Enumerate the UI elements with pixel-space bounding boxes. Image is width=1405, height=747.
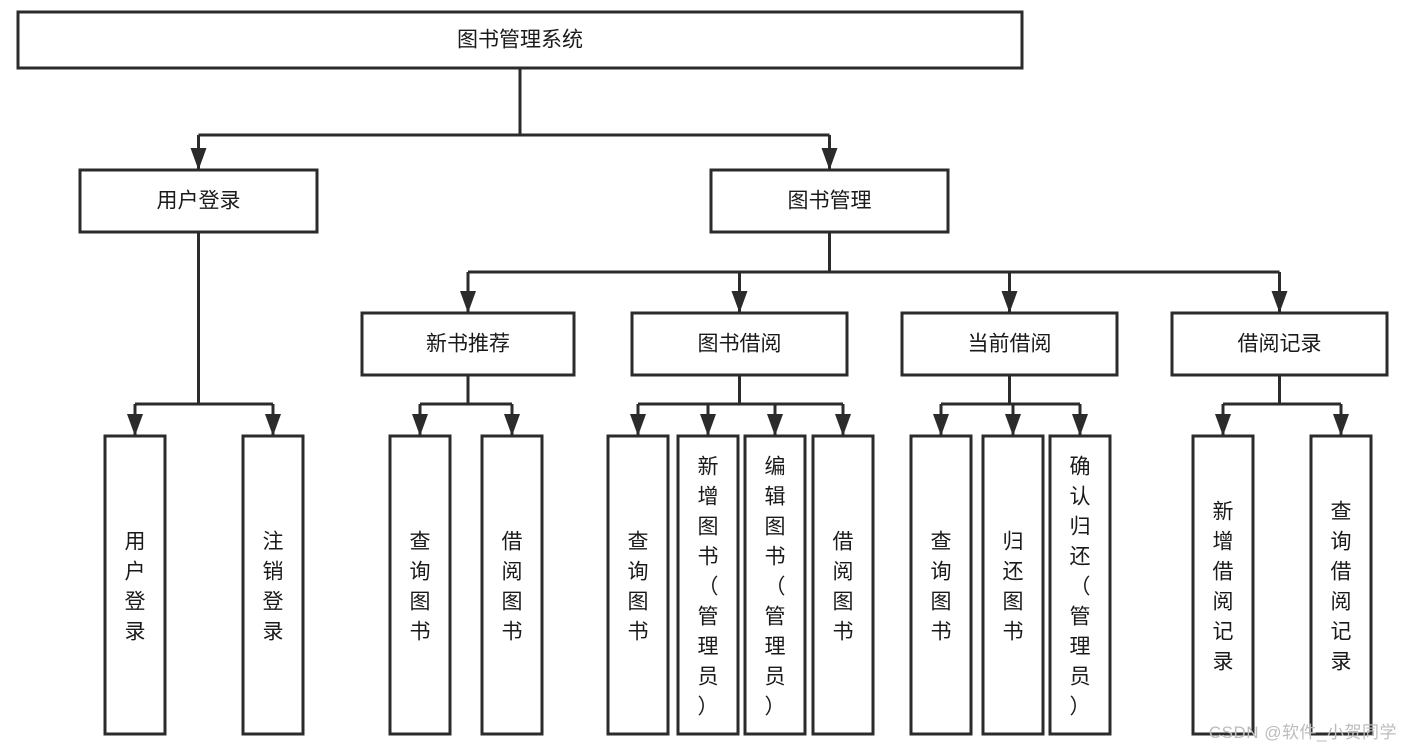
node-label: 查询图书 [628, 530, 649, 643]
nodes-layer: 图书管理系统用户登录图书管理新书推荐图书借阅当前借阅借阅记录用户登录注销登录查询… [16, 10, 1389, 736]
node-current-borrow[interactable]: 当前借阅 [900, 311, 1119, 377]
node-user-login[interactable]: 用户登录 [78, 168, 319, 234]
node-label: 当前借阅 [968, 333, 1052, 356]
node-label: 图书管理 [788, 190, 872, 213]
node-label: 图书管理系统 [457, 29, 583, 52]
csdn-watermark: CSDN @软件_小贺同学 [1208, 723, 1397, 742]
arrow-head-icon [933, 414, 949, 436]
arrow-head-icon [412, 414, 428, 436]
node-box [676, 434, 740, 736]
node-label: 用户登录 [157, 190, 241, 213]
node-label: 归还图书 [1003, 530, 1024, 643]
arrow-head-icon [1005, 414, 1021, 436]
node-label: 新书推荐 [426, 333, 510, 356]
node-book-manage[interactable]: 图书管理 [709, 168, 950, 234]
node-box [981, 434, 1045, 736]
arrow-head-icon [630, 414, 646, 436]
arrow-head-icon [265, 414, 281, 436]
arrow-head-icon [127, 414, 143, 436]
node-leaf-borrow-book-1[interactable]: 借阅图书 [480, 434, 544, 736]
node-label: 确认归还（管理员） [1070, 455, 1091, 718]
node-leaf-query-book-2[interactable]: 查询图书 [606, 434, 670, 736]
arrow-head-icon [1271, 291, 1288, 313]
node-book-borrow[interactable]: 图书借阅 [630, 311, 849, 377]
node-leaf-add-book[interactable]: 新增图书（管理员） [676, 434, 740, 736]
node-box [1309, 434, 1373, 736]
node-new-book-rec[interactable]: 新书推荐 [360, 311, 576, 377]
node-box [388, 434, 452, 736]
node-label: 查询图书 [410, 530, 431, 643]
arrow-head-icon [1072, 414, 1088, 436]
arrow-head-icon [460, 291, 476, 313]
node-box [16, 10, 1024, 70]
node-label: 借阅图书 [502, 530, 523, 643]
connectors-layer [127, 68, 1349, 436]
arrow-head-icon [767, 414, 783, 436]
node-box [1170, 311, 1389, 377]
node-leaf-user-login[interactable]: 用户登录 [103, 434, 167, 736]
node-leaf-edit-book[interactable]: 编辑图书（管理员） [743, 434, 807, 736]
node-label: 注销登录 [263, 530, 284, 643]
node-leaf-confirm-return[interactable]: 确认归还（管理员） [1048, 434, 1112, 736]
node-root[interactable]: 图书管理系统 [16, 10, 1024, 70]
node-box [480, 434, 544, 736]
node-box [78, 168, 319, 234]
node-label: 借阅图书 [833, 530, 854, 643]
node-label: 编辑图书（管理员） [765, 455, 786, 718]
node-box [1048, 434, 1112, 736]
arrow-head-icon [700, 414, 716, 436]
node-box [1191, 434, 1255, 736]
node-box [709, 168, 950, 234]
node-borrow-record[interactable]: 借阅记录 [1170, 311, 1389, 377]
node-label: 用户登录 [125, 530, 146, 643]
node-label: 图书借阅 [698, 333, 782, 356]
node-box [811, 434, 875, 736]
node-leaf-user-logout[interactable]: 注销登录 [241, 434, 305, 736]
node-box [606, 434, 670, 736]
arrow-head-icon [1333, 414, 1349, 436]
node-box [241, 434, 305, 736]
arrow-head-icon [190, 148, 207, 170]
arrow-head-icon [1215, 414, 1231, 436]
arrow-head-icon [821, 148, 838, 170]
arrow-head-icon [504, 414, 520, 436]
node-box [900, 311, 1119, 377]
node-leaf-return-book[interactable]: 归还图书 [981, 434, 1045, 736]
node-label: 新增图书（管理员） [698, 455, 719, 718]
node-leaf-borrow-book-2[interactable]: 借阅图书 [811, 434, 875, 736]
node-box [630, 311, 849, 377]
arrow-head-icon [731, 291, 748, 313]
node-leaf-query-book-3[interactable]: 查询图书 [909, 434, 973, 736]
node-box [360, 311, 576, 377]
node-leaf-query-book-1[interactable]: 查询图书 [388, 434, 452, 736]
node-leaf-query-record[interactable]: 查询借阅记录 [1309, 434, 1373, 736]
node-label: 新增借阅记录 [1213, 500, 1234, 673]
node-label: 查询借阅记录 [1331, 500, 1352, 673]
node-label: 借阅记录 [1238, 333, 1322, 356]
arrow-head-icon [1001, 291, 1018, 313]
node-label: 查询图书 [931, 530, 952, 643]
node-box [743, 434, 807, 736]
node-box [909, 434, 973, 736]
arrow-head-icon [835, 414, 851, 436]
node-box [103, 434, 167, 736]
node-leaf-add-record[interactable]: 新增借阅记录 [1191, 434, 1255, 736]
